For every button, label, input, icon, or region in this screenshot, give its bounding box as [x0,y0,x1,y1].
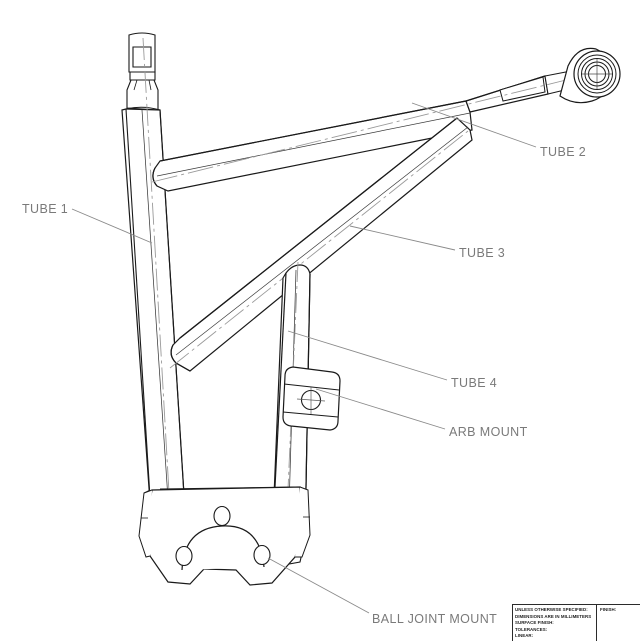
title-block-notes-column: UNLESS OTHERWISE SPECIFIED: DIMENSIONS A… [513,605,597,641]
tube-1-geometry [121,32,187,546]
title-block-note-line: UNLESS OTHERWISE SPECIFIED: [515,607,588,612]
label-tube-4: TUBE 4 [451,376,498,390]
title-block-note-line: DIMENSIONS ARE IN MILLIMETERS [515,613,592,619]
arb-mount-bracket [282,366,341,431]
label-tube-1: TUBE 1 [22,202,69,216]
leader-tube-2 [411,102,537,148]
mount-hole-right [253,544,271,566]
title-block-note-line: TOLERANCES: [515,626,548,632]
label-tube-3: TUBE 3 [459,246,506,260]
tube-2-geometry [151,70,574,192]
ball-joint-mount-plate [138,486,311,586]
title-block-note-line: LINEAR: [515,633,534,639]
tube-1-centerline [142,37,173,546]
leader-tube-3 [349,225,456,251]
mount-hole-center [213,505,231,527]
title-block-finish-label: FINISH: [600,607,617,612]
tube-3-centerline [169,130,469,369]
mount-hole-left [175,545,193,567]
tube-3-geometry [169,117,473,372]
leader-ball-joint-mount [267,557,370,614]
leader-arb-mount [315,388,446,430]
rod-end-bearing [559,47,621,104]
tube-2-centerline [151,79,567,183]
title-block-note-line: SURFACE FINISH: [515,620,554,626]
label-tube-2: TUBE 2 [540,145,587,159]
title-block: UNLESS OTHERWISE SPECIFIED: DIMENSIONS A… [512,604,640,641]
label-ball-joint-mount: BALL JOINT MOUNT [372,612,498,626]
label-arb-mount: ARB MOUNT [449,425,528,439]
leader-lines [71,102,537,614]
leader-tube-1 [71,208,153,244]
title-block-finish-column: FINISH: [597,605,640,641]
tube-1-top-stud [126,32,159,111]
leader-tube-4 [287,330,448,381]
